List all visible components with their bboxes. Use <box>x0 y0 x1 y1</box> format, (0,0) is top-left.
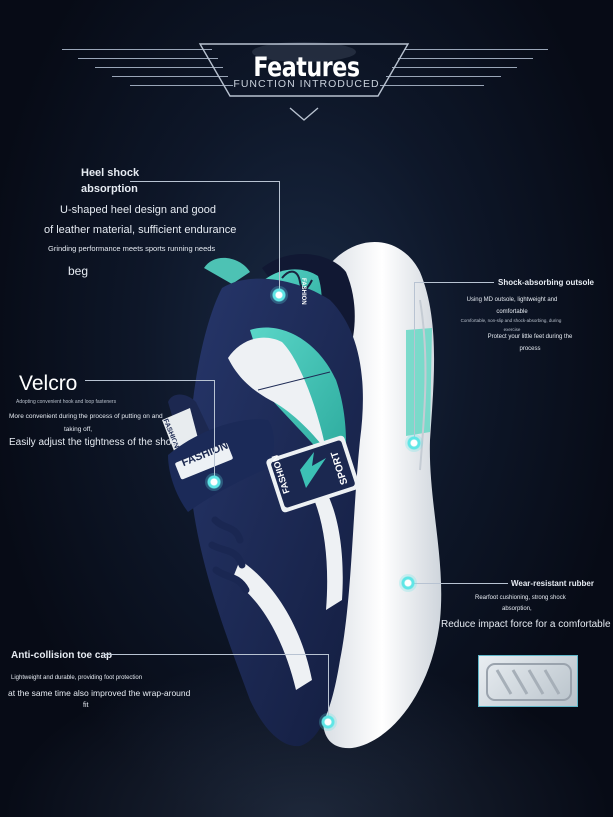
rubber-title: Wear-resistant rubber <box>511 579 594 588</box>
heel-desc-line4: beg <box>68 264 89 278</box>
header-line-left-2 <box>78 58 218 59</box>
heel-pointer-v <box>279 181 280 295</box>
velcro-desc-line3: Easily adjust the tightness of the shoes <box>9 437 182 448</box>
velcro-pointer-h <box>85 380 214 381</box>
header-line-right-4 <box>386 76 501 77</box>
rubber-desc-line2: absorption, <box>502 606 532 612</box>
heel-title-line2: absorption <box>81 183 138 195</box>
page-title: Features <box>253 52 360 83</box>
rubber-marker-dot <box>399 574 417 592</box>
heel-pointer-h <box>130 181 279 182</box>
outsole-desc-line5: Protect your little feet during the <box>487 334 573 340</box>
velcro-desc-line2: taking off, <box>64 426 93 433</box>
outsole-title: Shock-absorbing outsole <box>498 278 595 287</box>
outsole-pointer-h <box>414 282 494 283</box>
outsole-desc-line2: comfortable <box>496 309 528 315</box>
rubber-desc-line3: Reduce impact force for a comfortable st… <box>441 619 613 630</box>
velcro-title: Velcro <box>19 372 78 395</box>
heel-desc-line1: U-shaped heel design and good <box>60 204 216 216</box>
toe-desc-line3: fit <box>83 702 89 709</box>
header-line-left-3 <box>95 67 223 68</box>
header-line-left-4 <box>112 76 228 77</box>
heel-marker-dot <box>270 286 288 304</box>
outsole-pointer-v <box>414 282 415 443</box>
outsole-desc-line6: process <box>519 346 541 352</box>
rubber-desc-line1: Rearfoot cushioning, strong shock <box>475 595 566 601</box>
outsole-desc-line3: Comfortable, non-slip and shock-absorbin… <box>460 318 562 323</box>
header-line-right-2 <box>398 58 533 59</box>
outsole-desc-line1: Using MD outsole, lightweight and <box>466 297 558 303</box>
toe-title: Anti-collision toe cap <box>11 650 113 661</box>
velcro-marker-dot <box>205 473 223 491</box>
heel-tab-label: FASHION <box>300 278 306 305</box>
velcro-pointer-v <box>214 380 215 482</box>
toe-pointer-h <box>104 654 328 655</box>
toe-pointer-v <box>328 654 329 722</box>
heel-title-line1: Heel shock <box>81 167 140 179</box>
toe-desc-line1: Lightweight and durable, providing foot … <box>11 675 143 681</box>
toe-desc-line2: at the same time also improved the wrap-… <box>8 688 191 698</box>
outsole-desc-line4: exercise <box>503 327 521 332</box>
page-subtitle: FUNCTION INTRODUCED <box>233 78 380 90</box>
header-line-right-5 <box>380 85 484 86</box>
toe-marker-dot <box>319 713 337 731</box>
velcro-small-note: Adopting convenient hook and loop fasten… <box>16 399 117 405</box>
rubber-pointer-h <box>408 583 508 584</box>
header-line-right-1 <box>404 49 548 50</box>
header-line-right-3 <box>392 67 517 68</box>
header-badge-frame <box>198 42 410 121</box>
velcro-desc-line1: More convenient during the process of pu… <box>9 413 163 420</box>
header-line-left-1 <box>62 49 212 50</box>
heel-desc-line2: of leather material, sufficient enduranc… <box>44 224 237 236</box>
header-line-left-5 <box>130 85 233 86</box>
outsole-marker-dot <box>405 434 423 452</box>
heel-desc-line3: Grinding performance meets sports runnin… <box>48 244 216 253</box>
sole-tread-photo <box>478 655 578 707</box>
